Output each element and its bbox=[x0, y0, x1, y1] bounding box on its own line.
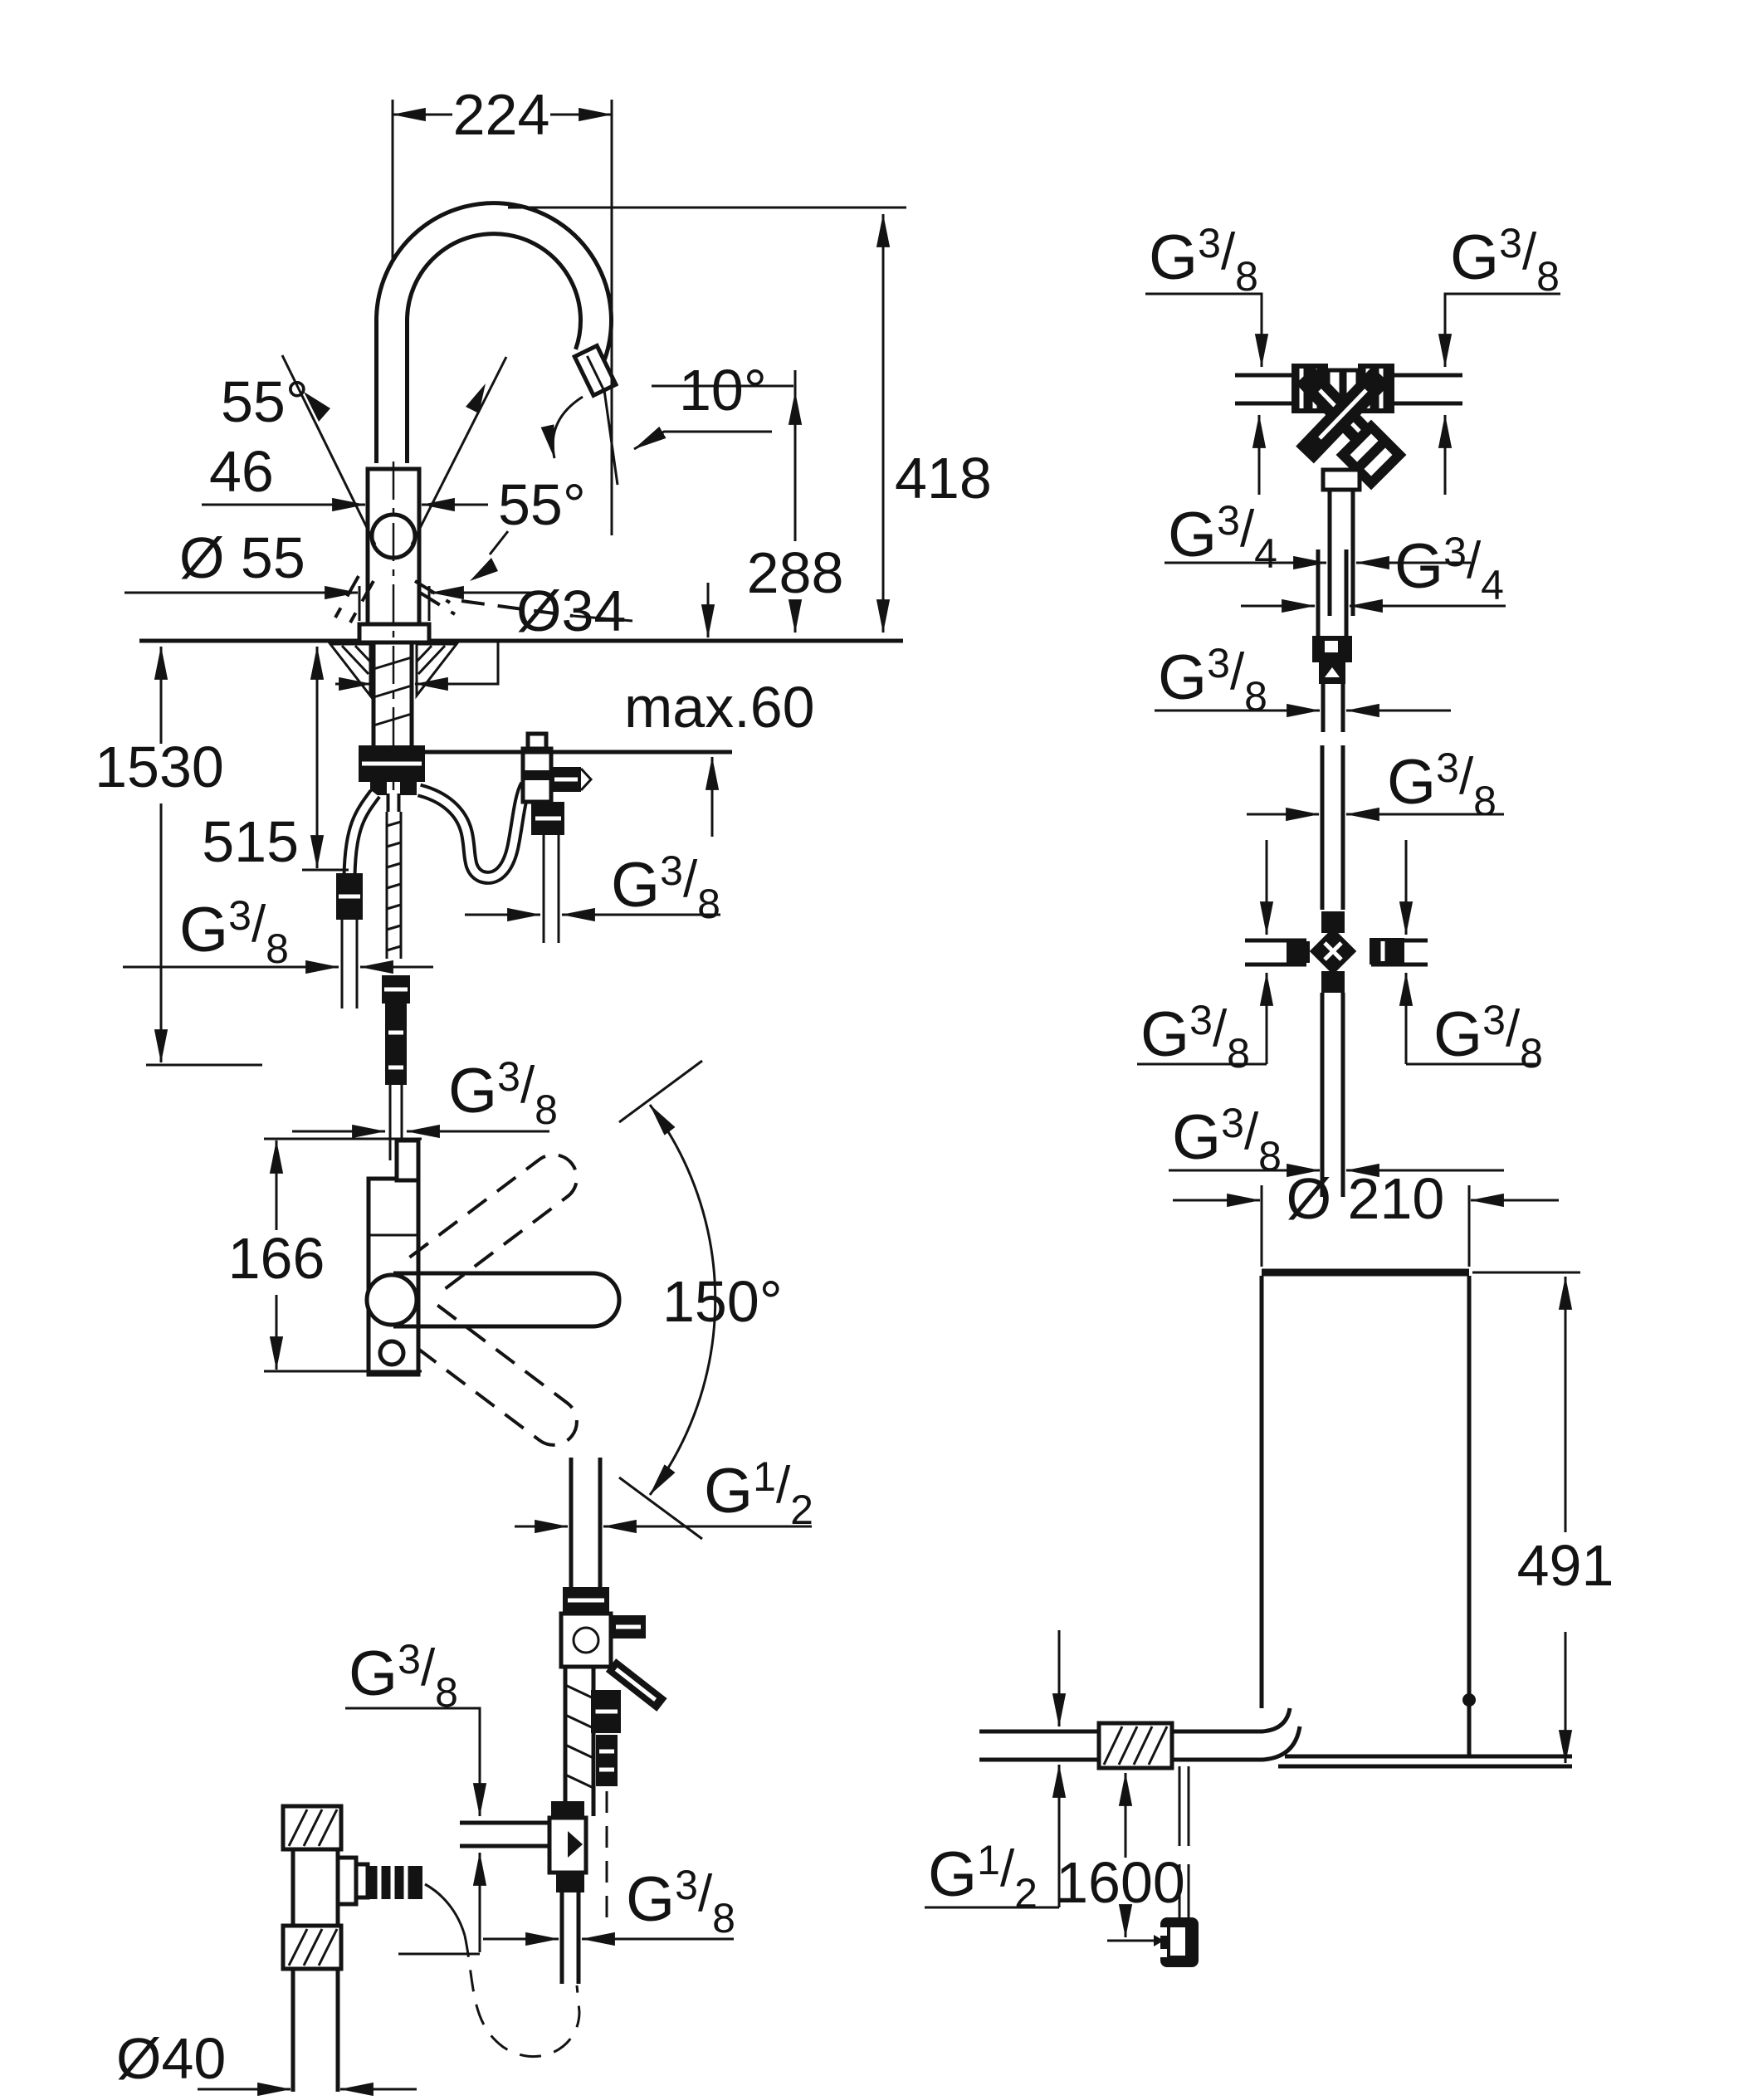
thread-label-g38: G3/8 bbox=[1149, 220, 1258, 300]
left-supply-hose bbox=[336, 789, 381, 1008]
side-hose bbox=[417, 731, 593, 943]
cross-fitting-view: G3/8 G3/8 G3/8 G3/8 bbox=[1137, 745, 1543, 1197]
dim-drain-diameter-label: Ø40 bbox=[116, 2026, 226, 2091]
dim-body-height-label: 166 bbox=[228, 1226, 325, 1291]
dim-lever-angle-left: 55° bbox=[221, 354, 377, 623]
spout-position-right bbox=[408, 1303, 579, 1447]
dim-thread-valve-branch: G3/8 bbox=[345, 1636, 487, 1956]
dim-counter-thickness: max.60 bbox=[419, 583, 815, 837]
spout-position-left bbox=[408, 1153, 579, 1297]
dim-swivel-range-label: 150° bbox=[662, 1269, 783, 1334]
dim-thread-y-right: G3/8 bbox=[1438, 220, 1560, 368]
dim-hose-drop-label: 1530 bbox=[95, 735, 224, 799]
adapter-fitting-view: G3/4 G3/8 bbox=[1155, 529, 1506, 732]
thread-label-g38: G3/8 bbox=[1433, 997, 1543, 1077]
dim-thread-left-hose: G3/8 bbox=[123, 892, 433, 974]
dim-hose-drop: 1530 bbox=[95, 646, 262, 1067]
dim-spout-reach-label: 224 bbox=[453, 82, 550, 147]
thread-label-g38: G3/8 bbox=[1450, 220, 1560, 300]
dim-swivel-range: 150° bbox=[618, 1059, 783, 1541]
dim-shank-diameter-label: Ø34 bbox=[516, 579, 626, 643]
dim-thread-center-hose: G3/8 bbox=[292, 1053, 558, 1139]
dim-outlet-height-label: 288 bbox=[747, 540, 844, 605]
thread-label-g38: G3/8 bbox=[1158, 640, 1267, 720]
spout-top bbox=[393, 1271, 622, 1329]
dim-base-diameter: Ø 55 bbox=[125, 525, 531, 621]
faucet-side-view: 224 418 288 10° 55° bbox=[95, 82, 992, 1160]
faucet-top-view: 150° 166 bbox=[228, 1059, 783, 1541]
dim-lever-angle-right-label: 55° bbox=[498, 472, 586, 537]
power-cord bbox=[1160, 1766, 1199, 1967]
thread-label-g38: G3/8 bbox=[448, 1053, 558, 1133]
dim-tank-diameter-label: Ø 210 bbox=[1287, 1166, 1445, 1231]
dim-lever-angle-right: 55° bbox=[410, 356, 633, 623]
mounting-shank bbox=[359, 643, 425, 795]
thread-label-g38: G3/8 bbox=[626, 1862, 735, 1941]
counter-hatch bbox=[327, 642, 460, 700]
thread-label-g34: G3/4 bbox=[1394, 529, 1504, 608]
valve-assembly-view: G1/2 G3/8 bbox=[345, 1453, 813, 2058]
dim-thread-cross-top: G3/8 bbox=[1247, 745, 1504, 824]
dim-thread-cross-right: G3/8 bbox=[1406, 997, 1543, 1077]
thread-label-g38: G3/8 bbox=[179, 892, 289, 972]
dim-outlet-angle-label: 10° bbox=[679, 358, 767, 422]
dim-counter-thickness-label: max.60 bbox=[624, 675, 815, 740]
thread-label-g38: G3/8 bbox=[1387, 745, 1497, 824]
dim-spout-reach: 224 bbox=[391, 82, 613, 535]
dim-thread-adapter-bottom: G3/8 bbox=[1155, 640, 1451, 720]
thread-label-g12: G1/2 bbox=[928, 1837, 1038, 1917]
dim-thread-cross-bottom: G3/8 bbox=[1169, 1100, 1504, 1179]
dim-thread-y-bottom: G3/4 bbox=[1165, 497, 1471, 577]
center-hose bbox=[382, 794, 410, 1160]
inlet-elbow bbox=[1261, 1707, 1292, 1734]
dim-outlet-angle: 10° bbox=[540, 358, 772, 459]
dim-tank-height: 491 bbox=[1472, 1271, 1614, 1764]
dim-connector-drop: 515 bbox=[202, 646, 349, 874]
dim-outlet-height: 288 bbox=[652, 370, 844, 633]
lever-tab bbox=[394, 1138, 421, 1183]
thread-label-g38: G3/8 bbox=[1172, 1100, 1282, 1179]
dim-base-diameter-label: Ø 55 bbox=[179, 525, 305, 590]
dim-body-width-label: 46 bbox=[209, 439, 274, 504]
thread-label-g12: G1/2 bbox=[704, 1453, 813, 1533]
flex-hose-solid bbox=[424, 1883, 466, 1936]
dim-total-height-label: 418 bbox=[895, 446, 992, 510]
dim-thread-valve-top: G1/2 bbox=[515, 1453, 813, 1534]
thread-label-g34: G3/4 bbox=[1168, 497, 1277, 577]
dim-thread-side-hose: G3/8 bbox=[465, 847, 720, 927]
dim-cable-length-label: 1600 bbox=[1056, 1850, 1185, 1915]
dim-tank-height-label: 491 bbox=[1517, 1533, 1614, 1598]
thread-label-g38: G3/8 bbox=[349, 1636, 458, 1716]
thread-label-g38: G3/8 bbox=[1140, 997, 1250, 1077]
trap-view: Ø40 bbox=[116, 1804, 422, 2097]
dim-lever-angle-left-label: 55° bbox=[221, 369, 309, 434]
aerator bbox=[571, 343, 619, 398]
thread-label-g38: G3/8 bbox=[611, 847, 720, 927]
dim-tank-diameter: Ø 210 bbox=[1173, 1166, 1559, 1267]
dim-body-height: 166 bbox=[228, 1137, 422, 1373]
dim-cable-length: 1600 bbox=[1056, 1772, 1185, 1946]
y-fitting-view: G3/8 G3/8 G3/4 bbox=[1145, 220, 1560, 616]
dim-thread-cross-left: G3/8 bbox=[1137, 997, 1267, 1077]
dim-drain-diameter: Ø40 bbox=[116, 2026, 417, 2097]
dim-thread-valve-outlet: G3/8 bbox=[483, 1862, 735, 1946]
valve-handle bbox=[605, 1658, 667, 1712]
dim-body-width: 46 bbox=[202, 439, 488, 512]
dim-thread-tank-inlet: G1/2 bbox=[925, 1630, 1067, 1917]
boiler-view: Ø 210 491 G1/2 bbox=[925, 1166, 1614, 1967]
dim-connector-drop-label: 515 bbox=[202, 809, 299, 874]
dim-shank-diameter: Ø34 bbox=[335, 579, 626, 691]
dim-thread-adapter-top: G3/4 bbox=[1241, 529, 1506, 613]
flex-hose-dashed bbox=[463, 1935, 581, 2058]
dim-thread-y-left: G3/8 bbox=[1145, 220, 1269, 368]
dim-total-height: 418 bbox=[508, 206, 992, 633]
tank-wall-stud bbox=[1462, 1693, 1476, 1707]
